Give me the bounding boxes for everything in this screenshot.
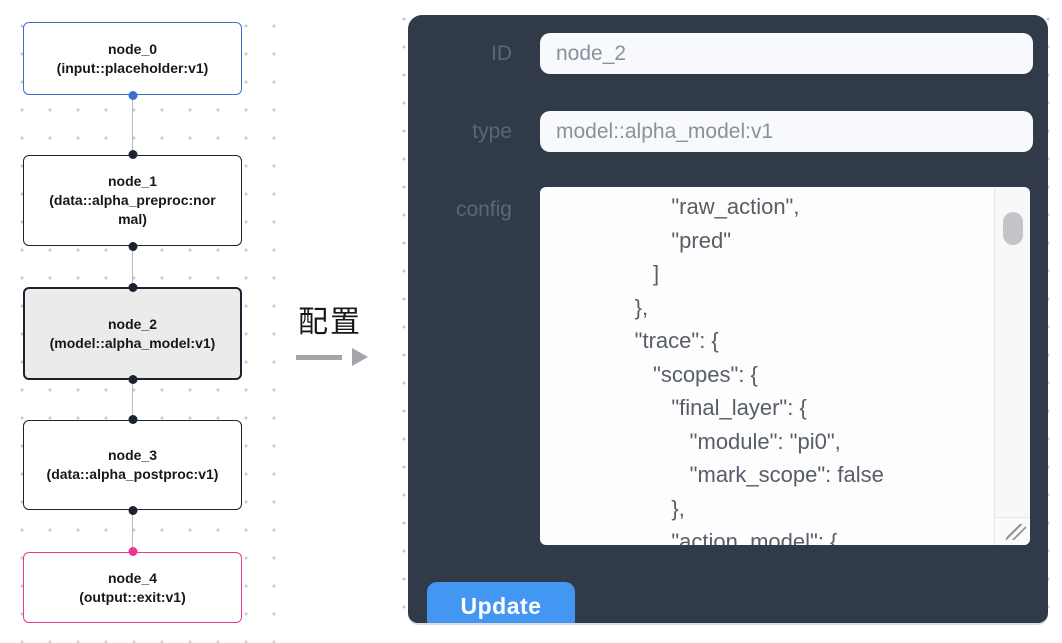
flow-node-node_3[interactable]: node_3(data::alpha_postproc:v1) [23,415,242,515]
config-json-text: "raw_action", "pred" ] }, "trace": { "sc… [634,194,884,545]
config-field-label: config [455,198,512,221]
transition-label: 配置 [298,306,362,339]
node-source-handle[interactable] [128,506,137,515]
flow-node-node_1[interactable]: node_1(data::alpha_preproc:normal) [23,150,242,251]
node-title: node_4 [107,569,157,586]
node-title: node_2 [107,315,157,332]
type-field-label: type [472,120,512,143]
node-target-handle[interactable] [128,547,137,556]
node-source-handle[interactable] [128,242,137,251]
flow-edge [131,380,133,420]
node-title: node_1 [107,173,157,189]
flow-node-node_2[interactable]: node_2(model::alpha_model:v1) [23,283,242,384]
config-transition: 配置 [286,297,374,367]
flow-canvas[interactable]: node_0(input::placeholder:v1)node_1(data… [0,0,282,643]
config-scrollbar-thumb[interactable] [1003,212,1023,245]
node-target-handle[interactable] [128,415,137,424]
node-source-handle[interactable] [128,375,137,384]
update-button[interactable]: Update [427,582,575,623]
node-source-handle[interactable] [128,91,137,100]
node-config-panel: ID type config "raw_action", "pred" ] },… [408,15,1048,623]
node-title: node_3 [107,447,157,463]
node-target-handle[interactable] [128,283,137,292]
resize-handle-icon[interactable] [1006,524,1026,540]
config-scrollbar-track[interactable] [994,187,1030,517]
right-arrow-icon [286,347,374,367]
id-field[interactable] [540,33,1033,74]
flow-edge [131,246,133,287]
type-field[interactable] [540,111,1033,152]
flow-node-node_4[interactable]: node_4(output::exit:v1) [23,547,242,623]
flow-edge [131,510,133,552]
id-field-label: ID [491,42,512,65]
node-subtitle: (output::exit:v1) [79,588,186,605]
node-subtitle: (data::alpha_postproc:v1) [46,466,219,482]
node-subtitle: (model::alpha_model:v1) [49,334,216,351]
scrollbar-corner [994,517,1030,545]
flow-edge [131,95,133,155]
flow-node-node_0[interactable]: node_0(input::placeholder:v1) [23,22,242,100]
node-target-handle[interactable] [128,150,137,159]
node-title: node_0 [107,40,157,57]
node-subtitle: (data::alpha_preproc:normal) [49,192,216,227]
node-subtitle: (input::placeholder:v1) [56,59,209,76]
config-textarea[interactable]: "raw_action", "pred" ] }, "trace": { "sc… [540,187,1030,545]
